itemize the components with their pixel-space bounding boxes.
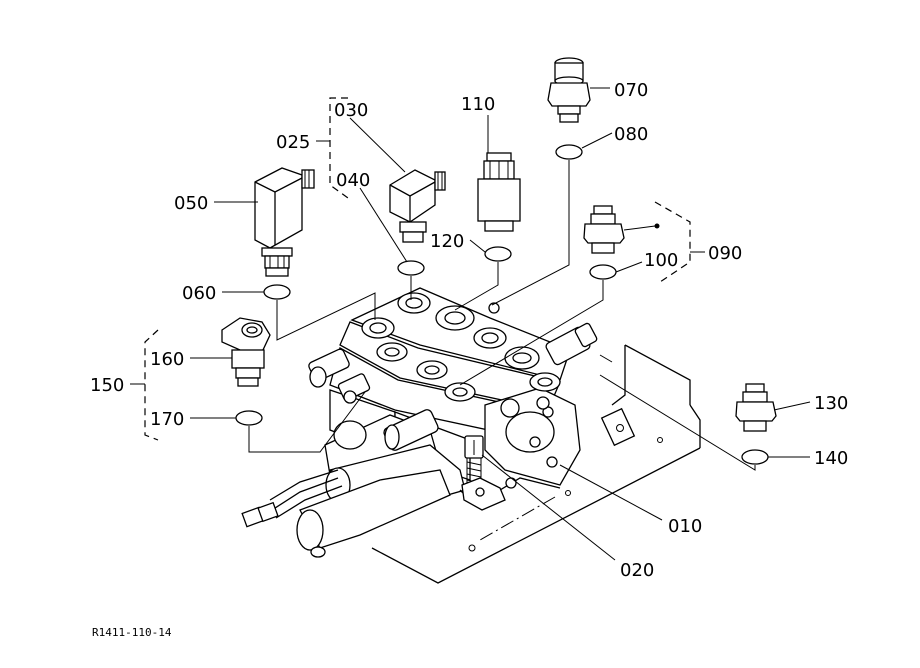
adapter-110 — [477, 152, 521, 232]
callout-leaders — [190, 87, 811, 561]
o-ring-060 — [263, 284, 291, 300]
callout-140: 140 — [814, 448, 848, 469]
bracket-090 — [654, 201, 691, 283]
o-ring-170 — [235, 410, 263, 426]
adapter-090 — [583, 205, 660, 254]
control-valve-assembly — [241, 287, 598, 558]
bolt-020 — [461, 435, 517, 511]
elbow-fitting-030 — [389, 169, 446, 243]
adapter-070 — [547, 57, 591, 123]
callout-010: 010 — [668, 516, 702, 537]
elbow-fitting-160 — [221, 317, 271, 387]
callout-110: 110 — [461, 94, 495, 115]
figure-code: R1411-110-14 — [92, 626, 172, 639]
o-ring-120 — [484, 246, 512, 262]
assembly-lines — [248, 160, 756, 471]
callout-130: 130 — [814, 393, 848, 414]
callout-160: 160 — [150, 349, 184, 370]
callout-050: 050 — [174, 193, 208, 214]
callout-060: 060 — [182, 283, 216, 304]
callout-170: 170 — [150, 409, 184, 430]
callout-090: 090 — [708, 243, 742, 264]
callout-025: 025 — [276, 132, 310, 153]
o-ring-140 — [741, 449, 769, 465]
o-ring-040 — [397, 260, 425, 276]
callout-020: 020 — [620, 560, 654, 581]
elbow-fitting-050 — [254, 167, 315, 277]
callout-030: 030 — [334, 100, 368, 121]
callout-120: 120 — [430, 231, 464, 252]
callout-070: 070 — [614, 80, 648, 101]
o-ring-080 — [555, 144, 583, 160]
callout-150: 150 — [90, 375, 124, 396]
callout-080: 080 — [614, 124, 648, 145]
o-ring-100 — [589, 264, 617, 280]
bracket-150 — [144, 329, 159, 441]
adapter-130 — [735, 383, 777, 432]
callout-100: 100 — [644, 250, 678, 271]
callout-040: 040 — [336, 170, 370, 191]
